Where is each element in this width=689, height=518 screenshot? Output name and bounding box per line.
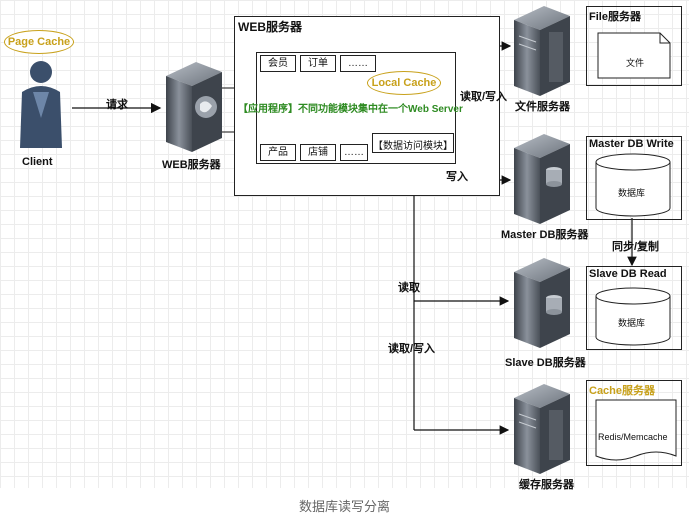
sync-label: 同步/复制 <box>612 241 660 253</box>
figure-caption: 数据库读写分离 <box>298 499 390 514</box>
cache-panel <box>586 380 682 466</box>
file-server-icon <box>514 6 570 96</box>
web-server-box-title: WEB服务器 <box>238 20 302 34</box>
cache-doc-shape <box>595 399 677 461</box>
module-cell: 产品 <box>260 144 296 161</box>
request-label: 请求 <box>106 99 128 111</box>
page-cache-badge: Page Cache <box>4 30 74 54</box>
local-cache-badge: Local Cache <box>367 71 441 95</box>
master-db-server-icon <box>514 134 570 224</box>
file-doc-label: 文件 <box>626 58 645 68</box>
master-db-label: 数据库 <box>618 188 646 198</box>
file-edge-label: 读取/写入 <box>460 91 508 103</box>
data-access-label: 【数据访问模块】 <box>373 141 453 152</box>
master-db-panel <box>586 136 682 220</box>
master-db-panel-title: Master DB Write <box>589 138 674 150</box>
client-person-icon <box>20 61 62 148</box>
cache-content-label: Redis/Memcache <box>598 432 668 442</box>
slave-db-panel <box>586 266 682 350</box>
master-db-server-label: Master DB服务器 <box>501 229 589 241</box>
file-server-label: 文件服务器 <box>515 101 570 113</box>
cache-server-icon <box>514 384 570 474</box>
module-cell: …… <box>340 144 368 161</box>
file-panel <box>586 6 682 86</box>
master-edge-label: 写入 <box>446 171 468 183</box>
file-doc-shape <box>597 32 671 79</box>
slave-db-server-icon <box>514 258 570 348</box>
client-label: Client <box>22 156 53 168</box>
cache-panel-title: Cache服务器 <box>589 385 656 397</box>
module-cell: 订单 <box>300 55 336 72</box>
module-cell: 店铺 <box>300 144 336 161</box>
slave-db-label: 数据库 <box>618 318 646 328</box>
slave-db-cylinder <box>595 287 671 346</box>
data-access-module <box>372 133 454 153</box>
module-cell: …… <box>340 55 376 72</box>
module-cell: 会员 <box>260 55 296 72</box>
master-db-cylinder <box>595 153 671 217</box>
web-server-label: WEB服务器 <box>162 159 221 171</box>
slave-edge-label: 读取 <box>398 282 420 294</box>
slave-db-server-label: Slave DB服务器 <box>505 357 586 369</box>
cache-server-label: 缓存服务器 <box>519 479 574 491</box>
app-description: 【应用程序】不同功能模块集中在一个Web Server <box>238 104 463 115</box>
file-panel-title: File服务器 <box>589 11 641 23</box>
slave-db-panel-title: Slave DB Read <box>589 268 667 280</box>
web-server-icon <box>166 62 222 152</box>
cache-edge-label: 读取/写入 <box>388 343 436 355</box>
